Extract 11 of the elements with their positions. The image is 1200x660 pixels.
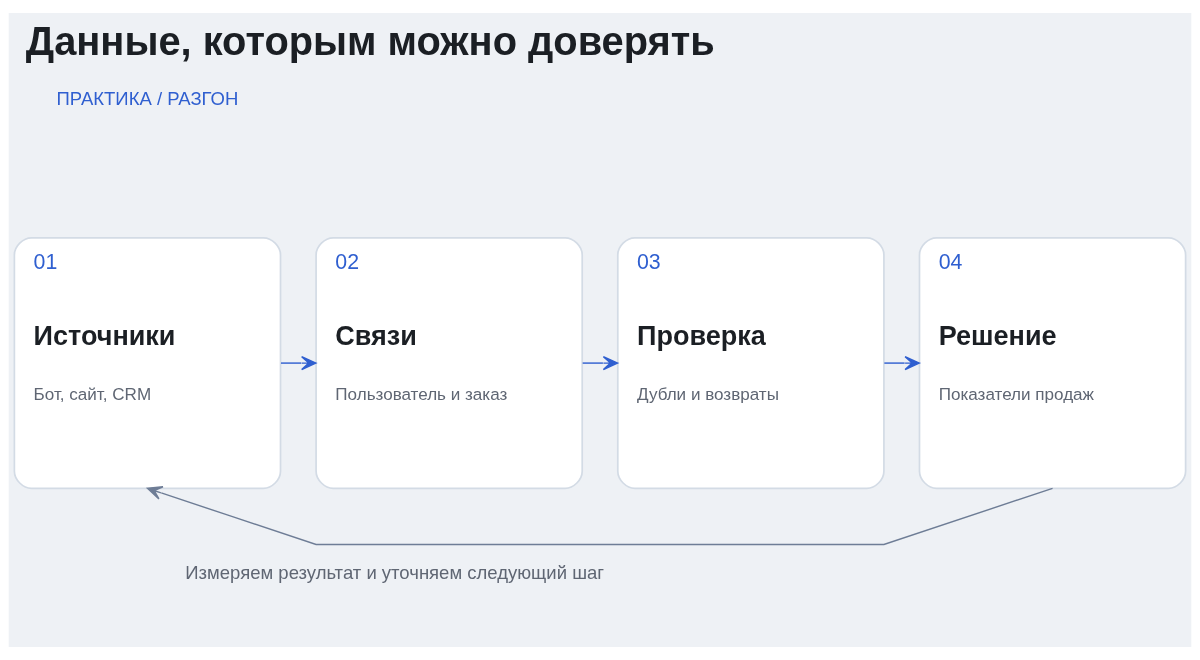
arrow (883, 355, 921, 371)
arrow (581, 355, 619, 371)
node-box: 04 Решение Показатели продаж (918, 237, 1187, 490)
edge-label: Измеряем результат и уточняем следующий шаг (185, 562, 605, 584)
arrow (146, 486, 1054, 546)
node-box: 02 Связи Пользователь и заказ (315, 237, 584, 490)
diagram-title: Данные, которым можно доверять (25, 18, 715, 63)
node-box: 01 Источники Бот, сайт, CRM (13, 237, 282, 490)
label: ПРАКТИКА / РАЗГОН (56, 87, 239, 109)
arrow (280, 355, 317, 371)
node-box: 03 Проверка Дубли и возвраты (616, 237, 885, 490)
